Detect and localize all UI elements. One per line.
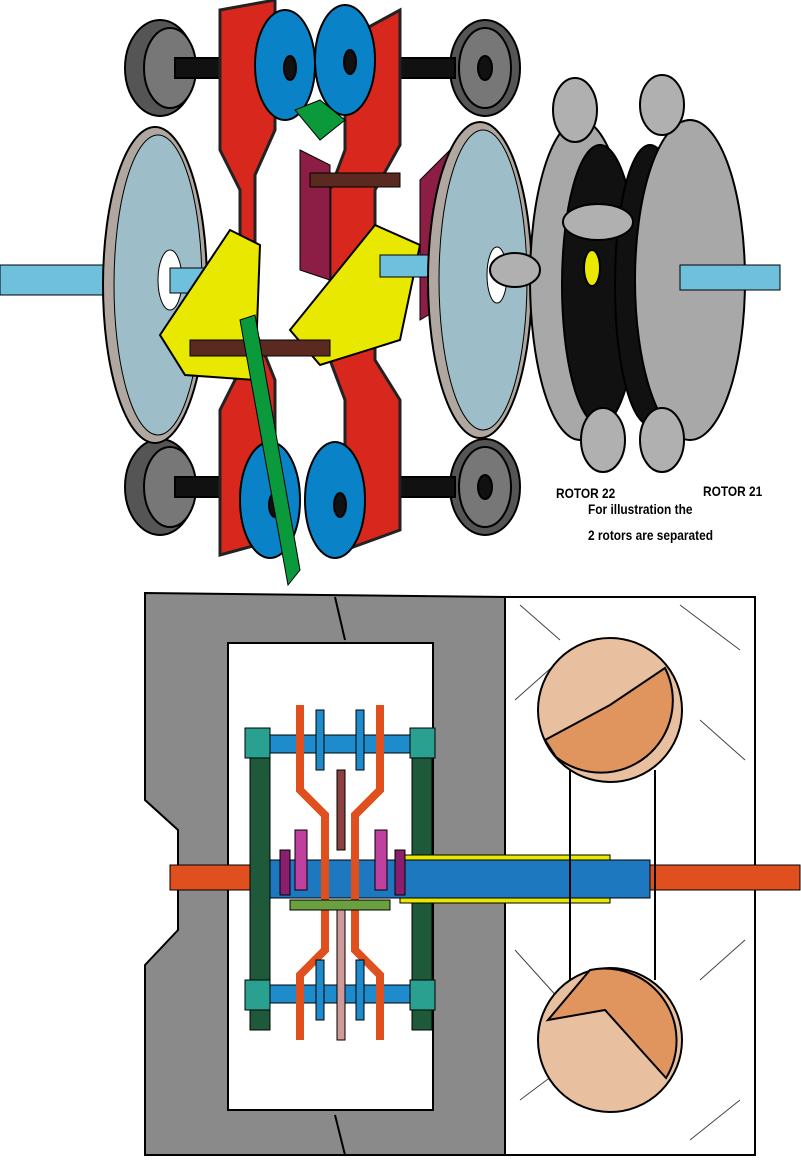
rotor-section-top (537, 637, 683, 783)
blue-shaft (269, 859, 651, 899)
rotor-21-label: ROTOR 21 (703, 483, 763, 499)
rotor-22-label: ROTOR 22 (556, 485, 616, 501)
note-line-2: 2 rotors are separated (588, 527, 714, 543)
blue-disks (239, 4, 376, 559)
maroon-arm (299, 149, 331, 281)
cross-section-view (144, 591, 801, 1156)
note-line-1: For illustration the (588, 501, 693, 517)
green-rod (239, 314, 301, 587)
right-shaft (679, 264, 781, 291)
exploded-3d-view (0, 0, 781, 587)
rotor-pucks (489, 74, 685, 473)
corner-gears (124, 19, 521, 536)
rotor-section-bottom (537, 967, 683, 1113)
